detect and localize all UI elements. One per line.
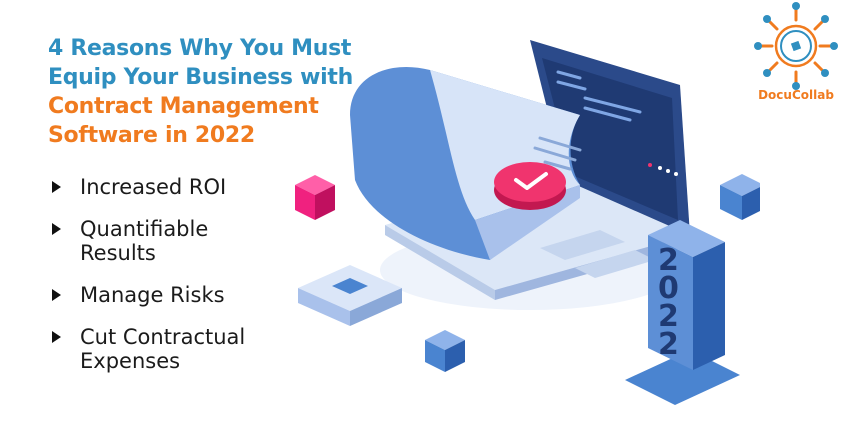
- bullet-arrow-icon: [52, 289, 61, 301]
- checkmark-icon: [514, 172, 548, 190]
- list-item: Cut Contractual Expenses: [52, 325, 320, 373]
- title-line-4: Software in 2022: [48, 123, 255, 148]
- page-title: 4 Reasons Why You Must Equip Your Busine…: [48, 34, 388, 150]
- reason-label: Cut Contractual: [80, 325, 246, 349]
- screen-dots: [658, 166, 678, 176]
- reason-label: Manage Risks: [80, 283, 225, 307]
- bullet-arrow-icon: [52, 181, 61, 193]
- year-digit: 0: [658, 271, 679, 306]
- device-box: [298, 265, 402, 326]
- reason-label: Quantifiable: [80, 217, 209, 241]
- list-item: Manage Risks: [52, 283, 320, 307]
- reasons-list: Increased ROI Quantifiable Results Manag…: [52, 175, 320, 391]
- brand-name: DocuCollab: [758, 88, 834, 102]
- reason-label: Increased ROI: [80, 175, 227, 199]
- title-line-3: Contract Management: [48, 94, 319, 119]
- blue-cube-right: [720, 174, 760, 220]
- year-digit: 2: [658, 299, 679, 334]
- title-line-1: 4 Reasons Why You Must: [48, 36, 352, 61]
- year-tower: [625, 220, 740, 405]
- pink-cube: [295, 175, 335, 220]
- year-digit: 2: [658, 243, 679, 278]
- list-item: Quantifiable Results: [52, 217, 320, 265]
- reason-label-cont: Results: [80, 241, 156, 265]
- keyboard: [540, 230, 655, 278]
- contract-lines: [533, 136, 582, 171]
- year-digits: 2 0 2 2: [658, 243, 679, 362]
- bullet-arrow-icon: [52, 223, 61, 235]
- bullet-arrow-icon: [52, 331, 61, 343]
- docucollab-logo-icon: [754, 2, 838, 90]
- title-line-2: Equip Your Business with: [48, 65, 353, 90]
- check-badge: [494, 162, 566, 202]
- list-item: Increased ROI: [52, 175, 320, 199]
- blue-cube-bottom: [425, 330, 465, 372]
- reason-label-cont: Expenses: [80, 349, 181, 373]
- contract-laptop-illustration: 2 0 2 2: [295, 40, 760, 405]
- year-digit: 2: [658, 327, 679, 362]
- screen-lines: [556, 70, 642, 122]
